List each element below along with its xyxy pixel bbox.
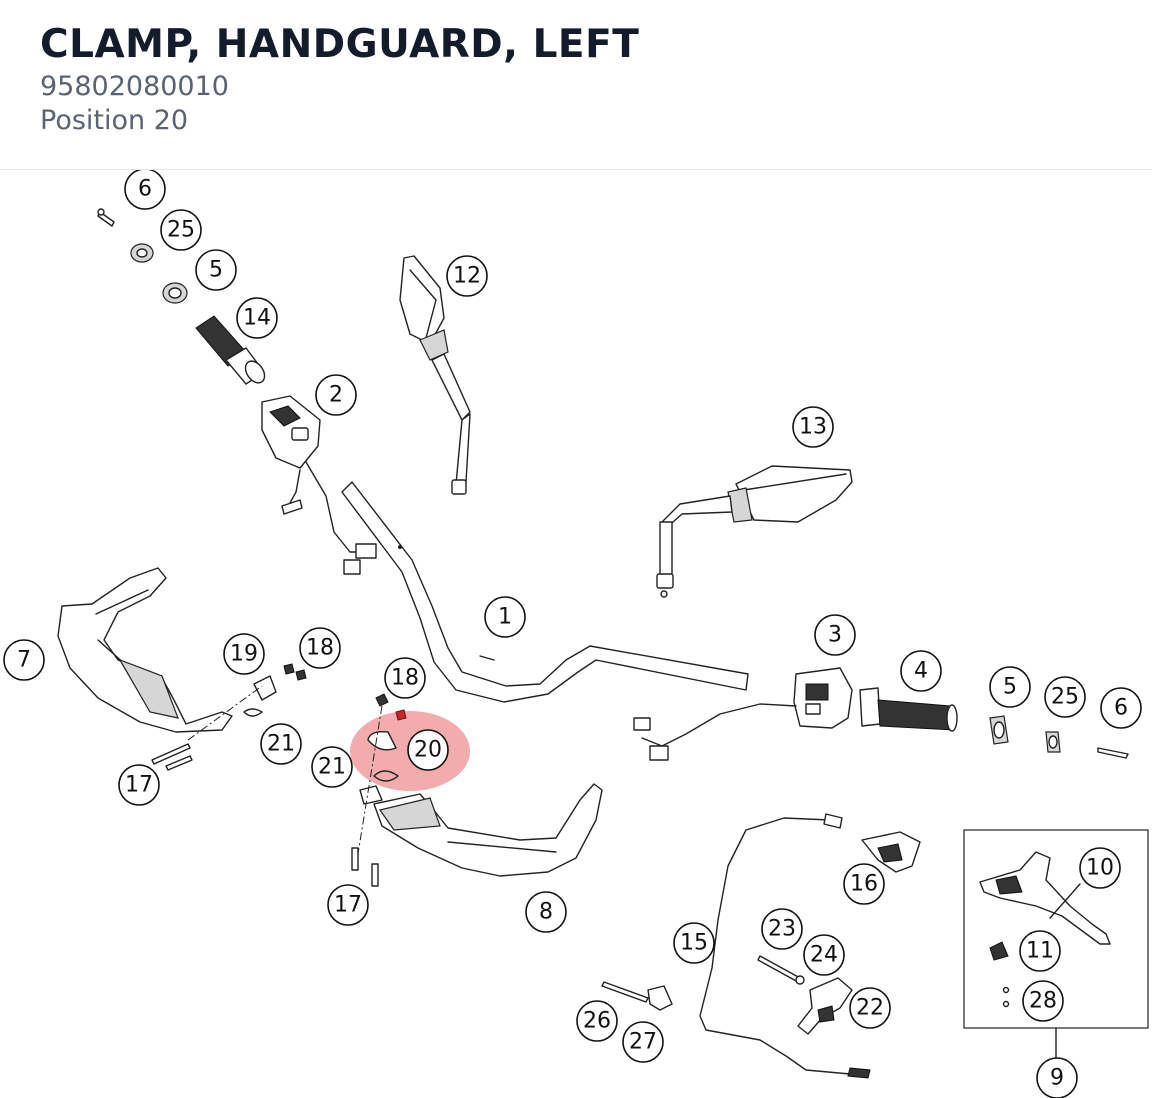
leader-lines [1049, 883, 1081, 919]
svg-text:21: 21 [267, 732, 295, 757]
callout-20-highlighted: 20 [407, 729, 449, 771]
svg-text:24: 24 [810, 943, 838, 968]
callout-25-top: 25 [160, 209, 202, 251]
svg-text:12: 12 [453, 264, 481, 289]
exploded-parts-diagram: 6 25 5 14 12 2 13 1 3 4 5 25 6 7 19 18 1… [0, 170, 1152, 1098]
callout-25-right: 25 [1044, 676, 1086, 718]
right-clamp-parts [351, 693, 407, 887]
callout-5-top: 5 [195, 249, 237, 291]
left-switch-drawing [261, 395, 377, 575]
clutch-cable-drawing [699, 813, 871, 1079]
svg-text:27: 27 [629, 1030, 657, 1055]
svg-text:15: 15 [680, 931, 708, 956]
right-switch-drawing [633, 667, 853, 761]
callout-18-right: 18 [384, 657, 426, 699]
part-title: CLAMP, HANDGUARD, LEFT [40, 22, 640, 67]
handlebar-drawing [341, 481, 749, 703]
right-handguard-drawing [373, 783, 603, 877]
callout-12: 12 [446, 255, 488, 297]
right-mirror-drawing [656, 465, 853, 598]
svg-text:17: 17 [125, 773, 153, 798]
callout-14: 14 [236, 297, 278, 339]
parts-drawing: 6 25 5 14 12 2 13 1 3 4 5 25 6 7 19 18 1… [3, 170, 1149, 1098]
svg-text:5: 5 [1003, 675, 1017, 700]
callout-11: 11 [1019, 930, 1061, 972]
callout-5-right: 5 [989, 666, 1031, 708]
svg-text:2: 2 [329, 383, 343, 408]
left-clamp-parts [151, 663, 307, 771]
page-header: CLAMP, HANDGUARD, LEFT 95802080010 Posit… [0, 0, 1152, 170]
svg-text:17: 17 [334, 893, 362, 918]
callout-10: 10 [1079, 847, 1121, 889]
callout-22: 22 [849, 987, 891, 1029]
bracket-bolt-drawing [601, 981, 673, 1011]
callout-21-left: 21 [260, 723, 302, 765]
svg-text:4: 4 [914, 659, 928, 684]
svg-text:1: 1 [498, 605, 512, 630]
svg-text:25: 25 [1051, 685, 1079, 710]
right-grip-drawing [859, 687, 958, 732]
svg-text:22: 22 [856, 996, 884, 1021]
svg-text:13: 13 [799, 415, 827, 440]
svg-text:18: 18 [391, 666, 419, 691]
callout-8: 8 [525, 891, 567, 933]
bar-end-parts-right [989, 715, 1129, 759]
callout-16: 16 [843, 863, 885, 905]
callout-28: 28 [1022, 980, 1064, 1022]
bar-end-parts-top [97, 208, 266, 385]
svg-text:8: 8 [539, 900, 553, 925]
svg-text:21: 21 [318, 755, 346, 780]
left-mirror-drawing [399, 255, 471, 495]
callout-19: 19 [223, 633, 265, 675]
svg-text:10: 10 [1086, 856, 1114, 881]
svg-text:3: 3 [828, 623, 842, 648]
svg-text:11: 11 [1026, 939, 1054, 964]
part-number: 95802080010 [40, 71, 229, 102]
left-handguard-drawing [57, 567, 233, 733]
svg-text:18: 18 [306, 636, 334, 661]
callout-17-right: 17 [327, 884, 369, 926]
svg-text:28: 28 [1029, 989, 1057, 1014]
callout-7: 7 [3, 639, 45, 681]
callout-17-left: 17 [118, 764, 160, 806]
svg-text:25: 25 [167, 218, 195, 243]
callout-21-right: 21 [311, 746, 353, 788]
callout-18-left: 18 [299, 627, 341, 669]
svg-text:5: 5 [209, 258, 223, 283]
clutch-lever-inset [963, 829, 1149, 1063]
svg-text:26: 26 [583, 1009, 611, 1034]
callout-13: 13 [792, 406, 834, 448]
svg-text:14: 14 [243, 306, 271, 331]
cable-bracket-drawing [757, 955, 853, 1035]
svg-text:6: 6 [138, 177, 152, 202]
svg-text:23: 23 [768, 917, 796, 942]
callout-27: 27 [622, 1021, 664, 1063]
callout-23: 23 [761, 908, 803, 950]
svg-text:19: 19 [230, 642, 258, 667]
part-position: Position 20 [40, 105, 189, 136]
callout-15: 15 [673, 922, 715, 964]
svg-text:7: 7 [17, 648, 31, 673]
lever-cover-drawing [861, 831, 921, 873]
svg-text:6: 6 [1114, 696, 1128, 721]
callout-26: 26 [576, 1000, 618, 1042]
svg-text:20: 20 [414, 738, 442, 763]
callout-6-top: 6 [124, 170, 166, 210]
callout-24: 24 [803, 934, 845, 976]
callout-3: 3 [814, 614, 856, 656]
callout-9: 9 [1036, 1057, 1078, 1098]
svg-text:16: 16 [850, 872, 878, 897]
callout-1: 1 [484, 596, 526, 638]
callout-6-right: 6 [1100, 687, 1142, 729]
callout-4: 4 [900, 650, 942, 692]
callout-2: 2 [315, 374, 357, 416]
svg-text:9: 9 [1050, 1066, 1064, 1091]
